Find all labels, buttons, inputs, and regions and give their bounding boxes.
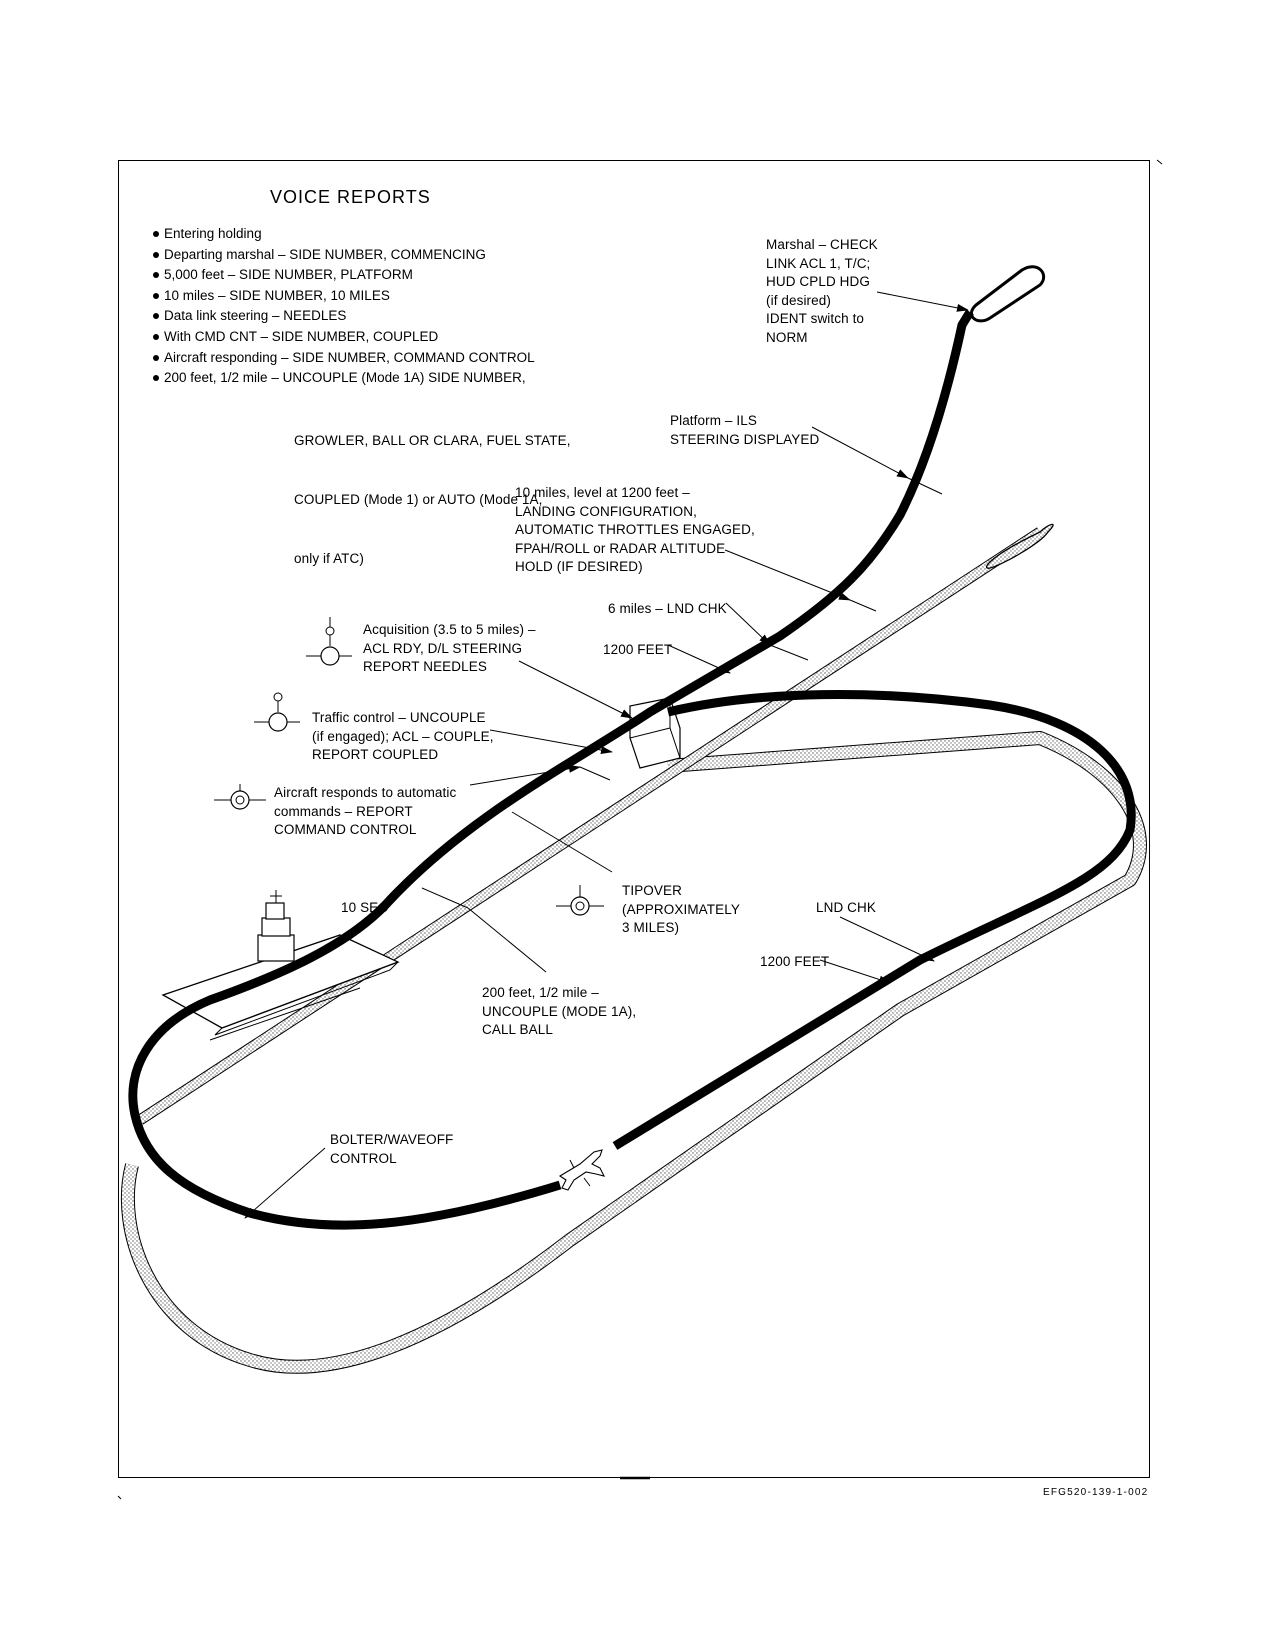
- figure-code: EFG520-139-1-002: [1043, 1487, 1149, 1498]
- callout-leaders: [244, 291, 969, 1219]
- symbol-acquisition-icon: [306, 617, 352, 666]
- report-item: Aircraft responding – SIDE NUMBER, COMMA…: [150, 348, 535, 369]
- report-item: With CMD CNT – SIDE NUMBER, COUPLED: [150, 327, 535, 348]
- symbol-traffic-icon: [254, 692, 300, 732]
- voice-reports-list: Entering holding Departing marshal – SID…: [150, 224, 535, 389]
- report-continuation: GROWLER, BALL OR CLARA, FUEL STATE, COUP…: [294, 391, 571, 589]
- voice-reports-title: VOICE REPORTS: [270, 187, 431, 207]
- label-marshal: Marshal – CHECK LINK ACL 1, T/C; HUD CPL…: [766, 237, 878, 345]
- label-lnd-chk: LND CHK: [816, 900, 876, 915]
- report-item: Data link steering – NEEDLES: [150, 306, 535, 327]
- label-1200-feet-downwind: 1200 FEET: [760, 954, 830, 969]
- report-item: 10 miles – SIDE NUMBER, 10 MILES: [150, 286, 535, 307]
- report-item: Entering holding: [150, 224, 535, 245]
- label-ten-sec: 10 SEC: [341, 900, 389, 915]
- corner-marks: [117, 159, 1163, 1500]
- symbol-tipover-icon: [556, 885, 604, 916]
- report-continuation-line: GROWLER, BALL OR CLARA, FUEL STATE,: [294, 432, 571, 448]
- report-continuation-line: COUPLED (Mode 1) or AUTO (Mode 1A,: [294, 491, 543, 507]
- label-platform: Platform – ILS STEERING DISPLAYED: [670, 413, 820, 447]
- label-200-feet: 200 feet, 1/2 mile – UNCOUPLE (MODE 1A),…: [482, 985, 637, 1037]
- label-tipover: TIPOVER (APPROXIMATELY 3 MILES): [622, 883, 740, 935]
- label-traffic-control: Traffic control – UNCOUPLE (if engaged);…: [312, 710, 494, 762]
- label-six-miles: 6 miles – LND CHK: [608, 601, 727, 616]
- aircraft-icon: [558, 1149, 606, 1191]
- report-item: 5,000 feet – SIDE NUMBER, PLATFORM: [150, 265, 535, 286]
- report-item: Departing marshal – SIDE NUMBER, COMMENC…: [150, 245, 535, 266]
- report-item: 200 feet, 1/2 mile – UNCOUPLE (Mode 1A) …: [150, 368, 535, 389]
- symbol-command-icon: [214, 784, 266, 810]
- label-acquisition: Acquisition (3.5 to 5 miles) – ACL RDY, …: [363, 622, 536, 674]
- carrier-icon: [161, 890, 400, 1041]
- report-continuation-line: only if ATC): [294, 551, 364, 567]
- label-1200-feet-upwind: 1200 FEET: [603, 642, 673, 657]
- label-bolter-waveoff: BOLTER/WAVEOFF CONTROL: [330, 1132, 454, 1166]
- label-ten-miles: 10 miles, level at 1200 feet – LANDING C…: [515, 485, 755, 574]
- bolter-straight-track: [136, 523, 1054, 1125]
- label-aircraft-responds: Aircraft responds to automatic commands …: [274, 785, 457, 837]
